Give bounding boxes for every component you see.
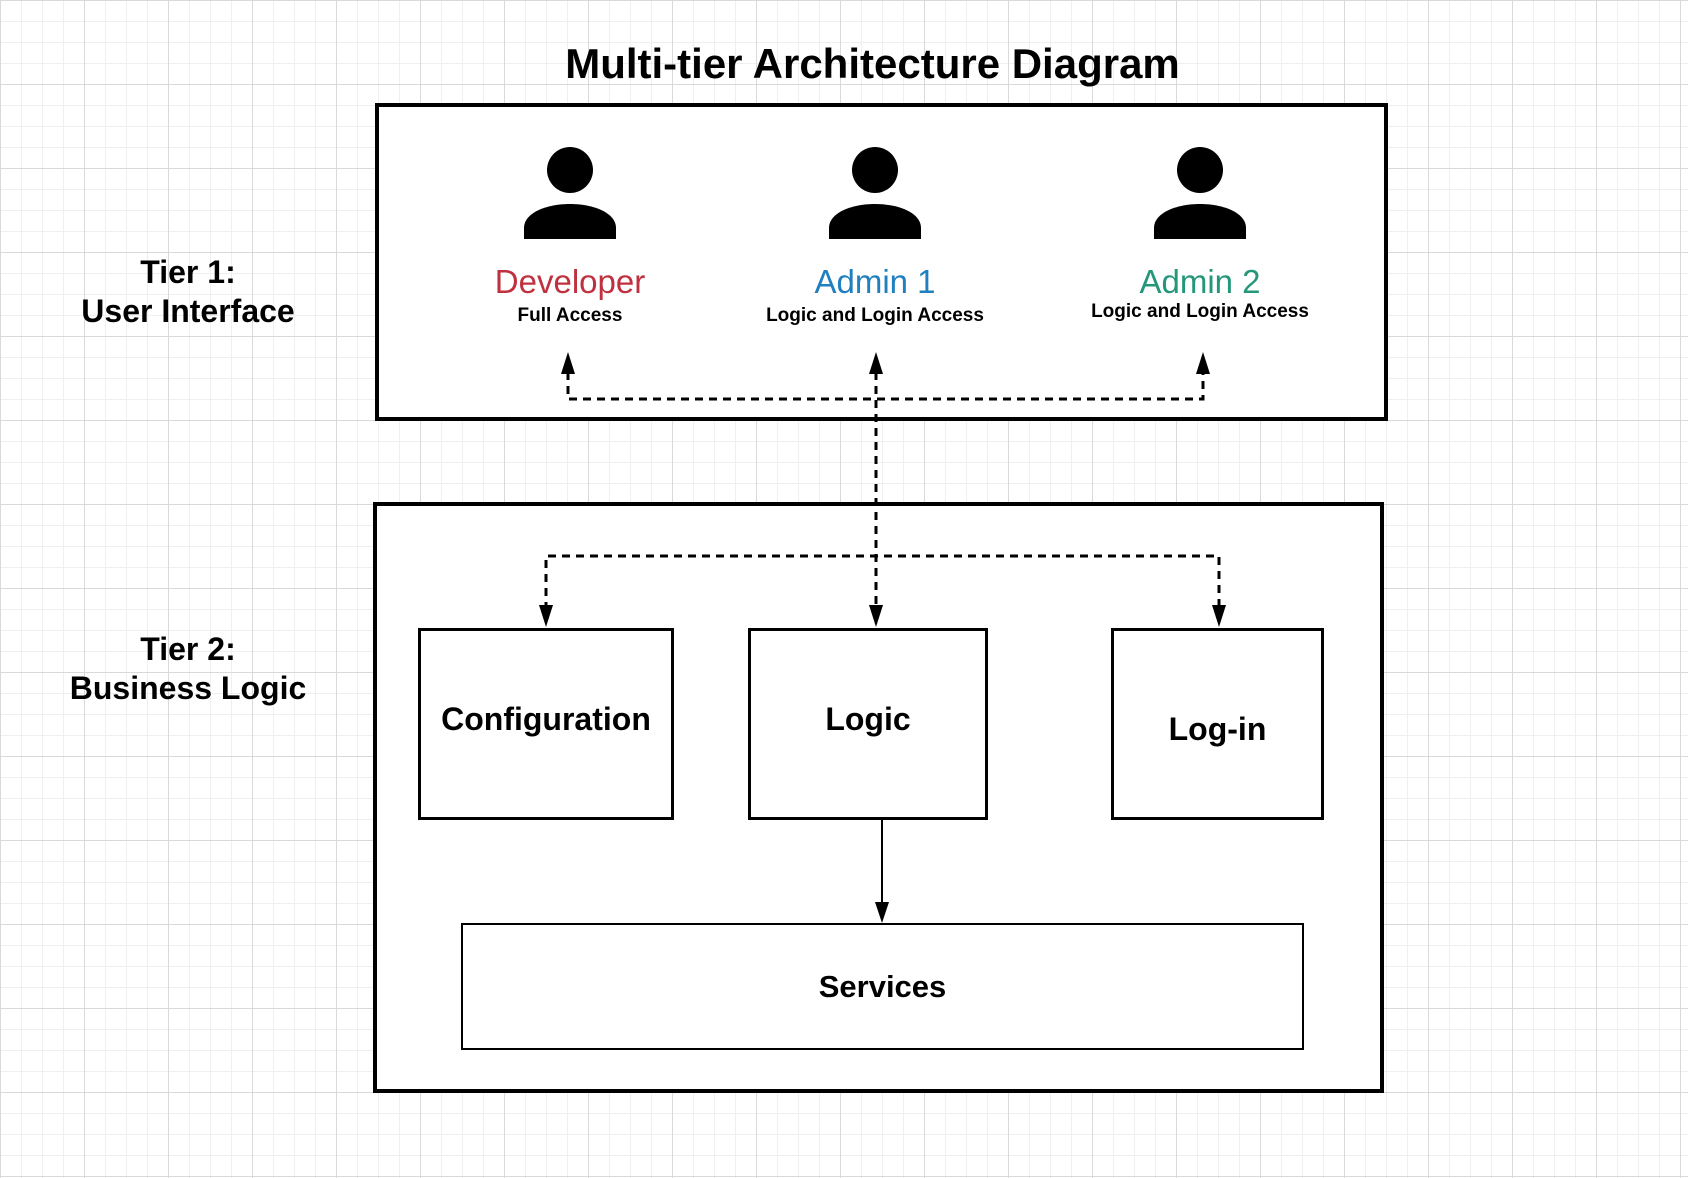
tier-2-label: Tier 2: Business Logic (38, 630, 338, 708)
user-access: Logic and Login Access (1091, 301, 1309, 322)
logic-box[interactable]: Logic (748, 628, 988, 820)
services-box[interactable]: Services (461, 923, 1304, 1050)
tier-1-name: User Interface (81, 293, 295, 329)
user-developer[interactable]: Developer Full Access (420, 147, 720, 327)
person-icon (524, 147, 616, 239)
tier-1-label: Tier 1: User Interface (38, 253, 338, 331)
user-admin-2[interactable]: Admin 2 Logic and Login Access (1050, 147, 1350, 323)
user-role: Admin 2 (1139, 263, 1261, 300)
user-access: Logic and Login Access (766, 305, 984, 326)
user-role: Developer (494, 263, 646, 300)
person-icon (1154, 147, 1246, 239)
user-admin-1[interactable]: Admin 1 Logic and Login Access (725, 147, 1025, 327)
login-box[interactable]: Log-in (1111, 628, 1324, 820)
person-icon (829, 147, 921, 239)
user-access: Full Access (517, 305, 623, 326)
tier-2-number: Tier 2: (140, 631, 236, 667)
tier-2-name: Business Logic (69, 670, 307, 706)
diagram-title: Multi-tier Architecture Diagram (565, 40, 1180, 87)
configuration-box[interactable]: Configuration (418, 628, 674, 820)
tier-1-number: Tier 1: (140, 254, 236, 290)
user-role: Admin 1 (814, 263, 936, 300)
